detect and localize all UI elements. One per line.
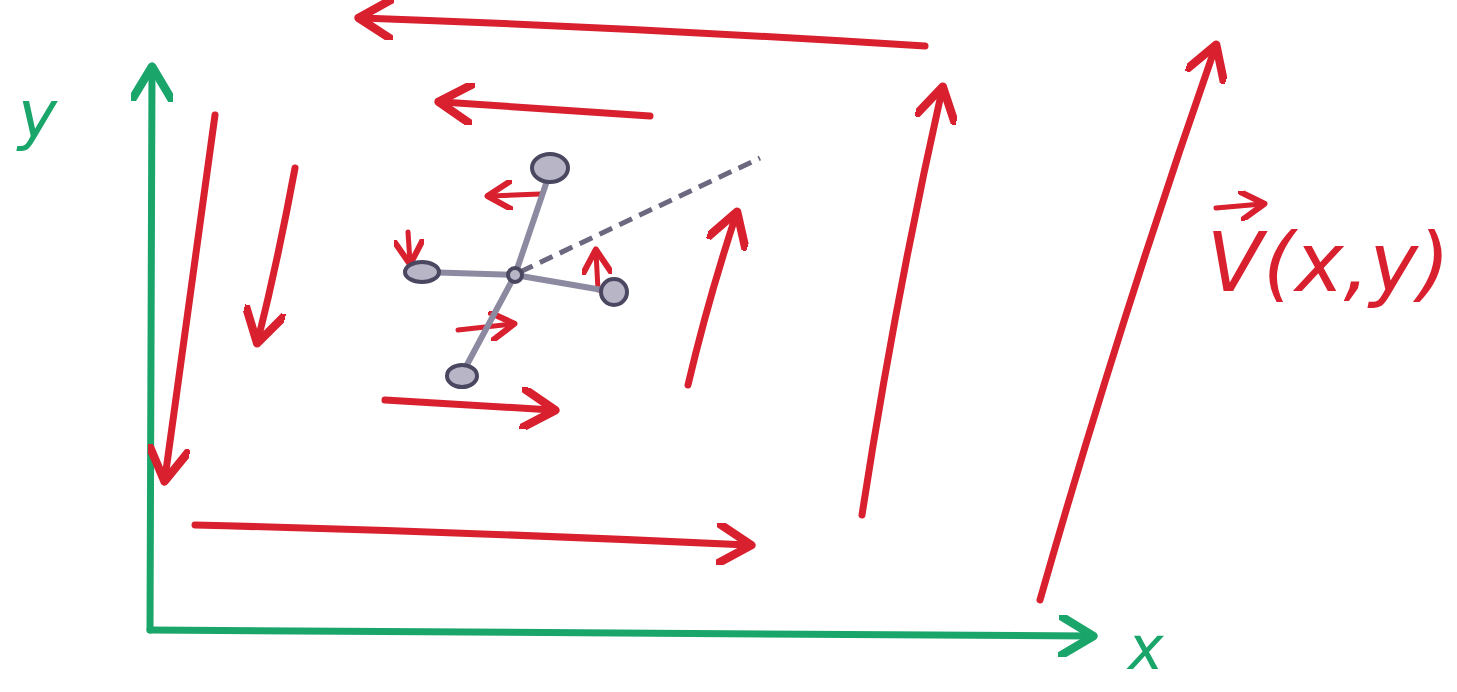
rotor bbox=[601, 279, 627, 305]
rotor-arrow bbox=[408, 232, 410, 262]
rotor bbox=[532, 154, 568, 182]
vector-symbol bbox=[1216, 204, 1262, 208]
drone-arm bbox=[462, 275, 515, 374]
field-arrows bbox=[165, 18, 1215, 600]
rotor bbox=[447, 365, 477, 387]
field-arrow bbox=[1040, 48, 1215, 600]
field-arrow bbox=[258, 168, 295, 340]
field-label: V(x,y) bbox=[1207, 222, 1450, 304]
field-arrow bbox=[862, 90, 942, 515]
x-axis bbox=[150, 630, 1090, 636]
field-arrow bbox=[165, 115, 215, 478]
axis-label: x bbox=[1128, 618, 1164, 678]
field-arrow bbox=[442, 102, 650, 116]
quadcopter bbox=[405, 154, 760, 387]
field-arrow bbox=[362, 18, 925, 46]
drone-arm bbox=[515, 172, 550, 275]
rotor bbox=[405, 262, 439, 282]
rotor-arrow bbox=[596, 252, 598, 290]
axes bbox=[150, 70, 1090, 636]
drone-hub bbox=[508, 268, 522, 282]
rotor-arrows bbox=[408, 194, 598, 330]
rotor-arrow bbox=[490, 194, 540, 196]
drone-arm bbox=[515, 275, 614, 292]
field-arrow bbox=[195, 525, 748, 545]
y-axis bbox=[150, 70, 152, 630]
field-arrow bbox=[688, 215, 736, 385]
field-arrow bbox=[385, 400, 552, 410]
axis-label: y bbox=[18, 82, 57, 148]
